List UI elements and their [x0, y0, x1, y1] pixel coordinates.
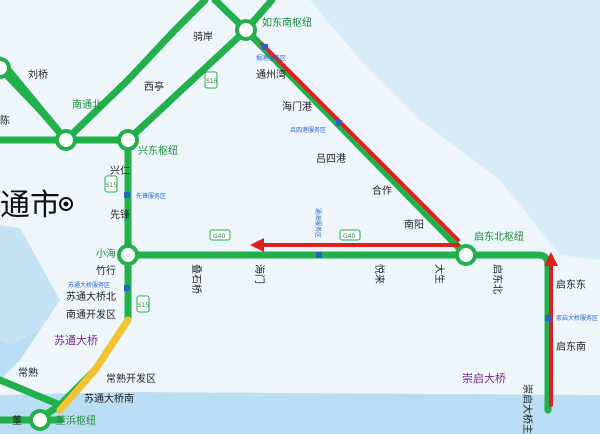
hub-xiaohai-label[interactable]: 小海 [96, 247, 116, 260]
shield-s15-b [104, 175, 118, 193]
hub-qidong-north-label[interactable]: 启东北枢纽 [474, 230, 524, 243]
route-shields [104, 71, 361, 313]
place-zhuhang: 竹行 [96, 264, 116, 277]
service-chongqi-icon [545, 315, 551, 321]
hub-qidong-north-marker[interactable] [455, 244, 477, 266]
place-tongzhou-bay: 通州湾 [256, 68, 286, 81]
sea-water [310, 0, 600, 260]
service-xianfeng-icon [124, 192, 130, 198]
place-xianfeng: 先锋 [110, 208, 130, 221]
hub-nantong-north-label[interactable]: 南通北 [72, 98, 102, 111]
river-water-south [0, 392, 600, 434]
shield-g40-a-text: G40 [213, 233, 225, 240]
place-dasheng: 大生 [433, 264, 446, 284]
service-xianfeng-label: 先锋服务区 [136, 192, 166, 200]
place-lvsigang: 吕四港 [316, 153, 346, 165]
road-rudong-xingdong [124, 26, 250, 144]
hub-huangjing-label[interactable]: 董浜枢纽 [56, 414, 96, 427]
road-rudong-qidong [242, 26, 470, 259]
place-nantong-dev: 南通开发区 [66, 308, 116, 321]
hub-rudong-south-label[interactable]: 如东南枢纽 [262, 16, 312, 29]
shield-s15-b-text: S15 [106, 182, 118, 189]
bridge-sutong-label: 苏通大桥 [54, 333, 98, 347]
sutong-bridge-road [56, 316, 132, 414]
shield-s15-a-text: S15 [206, 78, 218, 85]
place-xiting: 西亭 [144, 80, 164, 93]
service-sutong-label: 苏通大桥服务区 [68, 281, 110, 289]
place-sutong-north: 苏通大桥北 [66, 290, 116, 303]
service-lvsigang-icon [336, 120, 342, 126]
place-qidong-south: 启东南 [556, 340, 586, 353]
hub-rudong-south-marker[interactable] [235, 19, 257, 41]
place-xingren: 兴仁 [110, 165, 130, 177]
place-sutong-south: 苏通大桥南 [84, 392, 134, 405]
place-changshu: 常熟 [18, 366, 38, 379]
place-qidong-north-exit: 启东北 [491, 264, 504, 294]
shield-g40-b-text: G40 [343, 233, 355, 240]
place-liuqiao: 刘桥 [28, 69, 48, 81]
place-changshu-dev: 常熟开发区 [106, 372, 156, 385]
congestion-arrow-g40 [250, 238, 264, 252]
congestion-arrow-chongqi [544, 252, 558, 266]
service-sutong-icon [124, 285, 130, 291]
place-nanyang: 南阳 [404, 218, 424, 231]
road-south-west [0, 376, 64, 409]
shield-g40-a [209, 229, 231, 241]
shield-g40-b [339, 229, 361, 241]
hub-xiaohai-marker[interactable] [117, 244, 139, 266]
shield-s15-c-text: S15 [138, 302, 150, 309]
hub-west-marker[interactable] [0, 57, 11, 79]
service-juegang-label: 掘港服务区 [256, 54, 286, 62]
service-markers [124, 44, 551, 321]
service-lvsigang-label: 吕四港服务区 [290, 126, 326, 134]
place-hezuo: 合作 [372, 184, 392, 197]
service-juegang-icon [262, 44, 268, 50]
place-chongqi-main: 崇启大桥主线 [521, 384, 534, 434]
service-tonghai-icon [316, 252, 322, 258]
shield-s15-c [136, 295, 150, 313]
shield-s15-a [204, 71, 218, 89]
place-qi-an: 骑岸 [193, 30, 213, 43]
city-name: 通市 [0, 188, 60, 223]
road-nantong-north-b [62, 0, 209, 144]
river-water-wide [0, 225, 60, 345]
place-haimengang: 海门港 [282, 100, 312, 113]
hub-xingdong-marker[interactable] [117, 129, 139, 151]
hub-markers [0, 19, 477, 431]
place-dieshiqiao: 叠石桥 [190, 264, 202, 294]
city-capital-dot [63, 201, 69, 207]
service-tonghai-label: 通海服务区 [314, 208, 322, 238]
bridge-chongqi-label: 崇启大桥 [462, 371, 506, 385]
place-dong: 董 [12, 414, 22, 427]
road-west-loop [0, 64, 70, 144]
service-chongqi-label: 崇启大桥服务区 [556, 314, 598, 322]
place-haimen: 海门 [253, 264, 266, 284]
congestion-layer [260, 42, 553, 407]
hub-huangjing-marker[interactable] [29, 409, 51, 431]
hub-nantong-north-marker[interactable] [55, 129, 77, 151]
place-yuelai: 悦来 [373, 264, 386, 284]
hub-xingdong-label[interactable]: 兴东枢纽 [138, 144, 178, 157]
place-qidong-east: 启东东 [556, 278, 586, 291]
congestion-rudong-qidong [260, 42, 460, 242]
place-chen: 陈 [0, 114, 10, 127]
